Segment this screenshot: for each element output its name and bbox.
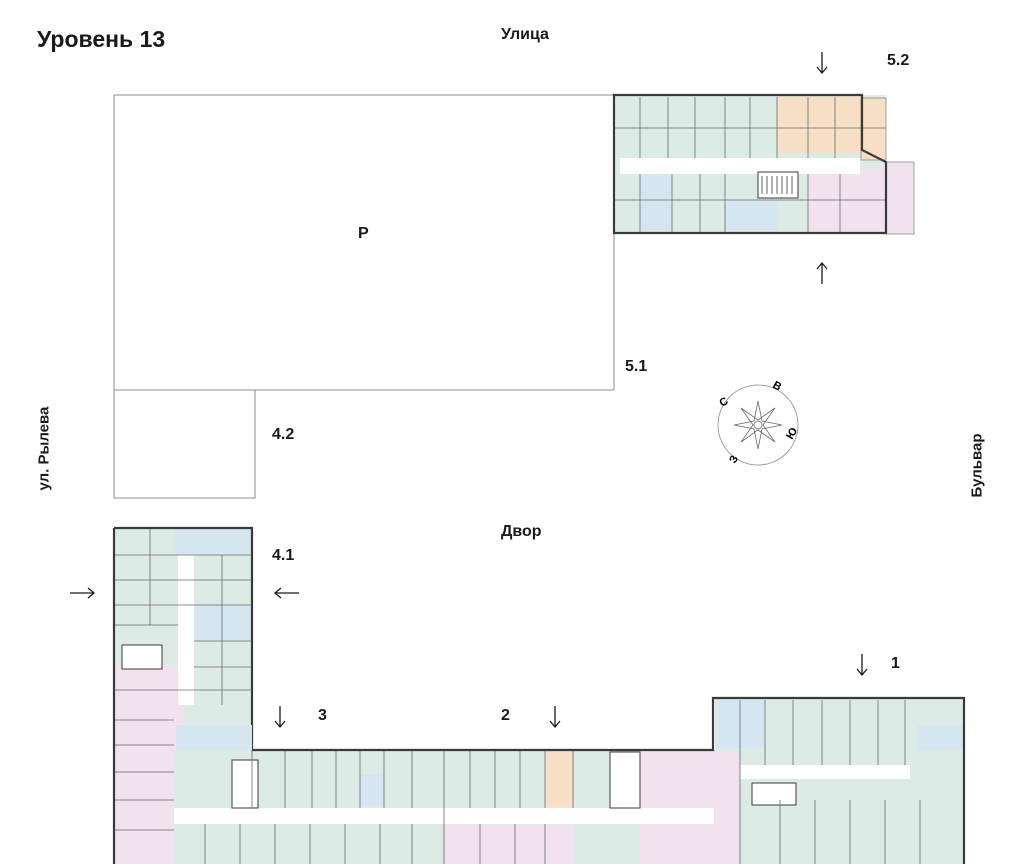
apartment-blue[interactable]: [918, 725, 964, 750]
building-5-2[interactable]: [612, 93, 915, 235]
arrow-down-icon: [549, 706, 561, 729]
building-4-1[interactable]: [114, 526, 254, 750]
corridor: [178, 555, 194, 705]
stairwell: [751, 782, 797, 806]
section-3-label[interactable]: 3: [318, 707, 327, 724]
apartment-blue[interactable]: [725, 200, 777, 230]
compass-north: С: [718, 395, 731, 409]
stairwell: [609, 751, 641, 809]
partition-walls: [614, 97, 886, 232]
arrow-down-icon: [816, 52, 828, 75]
apartment-blue[interactable]: [176, 725, 252, 750]
compass-circle-icon: [717, 384, 799, 466]
stairwell: [231, 759, 259, 809]
building-4-1-wall: [114, 526, 254, 750]
partition-walls: [114, 700, 921, 864]
apartment-pink[interactable]: [114, 700, 174, 864]
compass-star-icon: [733, 400, 783, 450]
building-5-2-wall: [612, 93, 888, 235]
stairs-lines: [761, 176, 793, 194]
apartment-blue[interactable]: [175, 528, 252, 554]
building-bottom[interactable]: [112, 528, 966, 864]
section-5-1-label[interactable]: 5.1: [625, 358, 648, 375]
section-4-2-area[interactable]: [113, 389, 256, 499]
compass-rose: [717, 384, 799, 466]
partition-walls: [114, 528, 252, 705]
balcony-orange: [860, 97, 887, 161]
section-2-label[interactable]: 2: [501, 707, 510, 724]
compass-east: В: [771, 379, 784, 393]
arrow-down-icon: [274, 706, 286, 729]
building-bottom-wall: [252, 696, 966, 864]
compass-south: Ю: [784, 426, 800, 442]
level-title: Уровень 13: [37, 26, 166, 52]
compass-west: З: [727, 453, 741, 465]
entrance-arrows: [70, 52, 868, 729]
balcony-pink: [885, 161, 915, 235]
section-5-2-label[interactable]: 5.2: [887, 52, 910, 69]
stairwell: [121, 644, 163, 670]
corridor: [620, 158, 860, 174]
stairwell: [757, 171, 799, 199]
apartment-blue[interactable]: [360, 775, 384, 805]
apartment-pink[interactable]: [444, 825, 574, 864]
section-4-1-label[interactable]: 4.1: [272, 547, 295, 564]
arrow-up-icon: [816, 261, 828, 284]
arrow-down-icon: [856, 654, 868, 677]
courtyard-label: Двор: [501, 523, 542, 540]
apartment-blue[interactable]: [640, 175, 672, 230]
apartment-orange[interactable]: [545, 752, 573, 807]
arrow-right-icon: [70, 587, 96, 599]
parking-outline: [113, 94, 615, 499]
apartment-blue[interactable]: [195, 605, 252, 641]
street-top-label: Улица: [501, 26, 549, 43]
section-4-2-label[interactable]: 4.2: [272, 426, 295, 443]
apartment-orange[interactable]: [777, 97, 861, 153]
parking-area[interactable]: [113, 94, 615, 391]
parking-label: P: [358, 225, 369, 242]
arrow-left-icon: [273, 587, 299, 599]
section-1-label[interactable]: 1: [891, 655, 900, 672]
corridor: [740, 765, 910, 779]
